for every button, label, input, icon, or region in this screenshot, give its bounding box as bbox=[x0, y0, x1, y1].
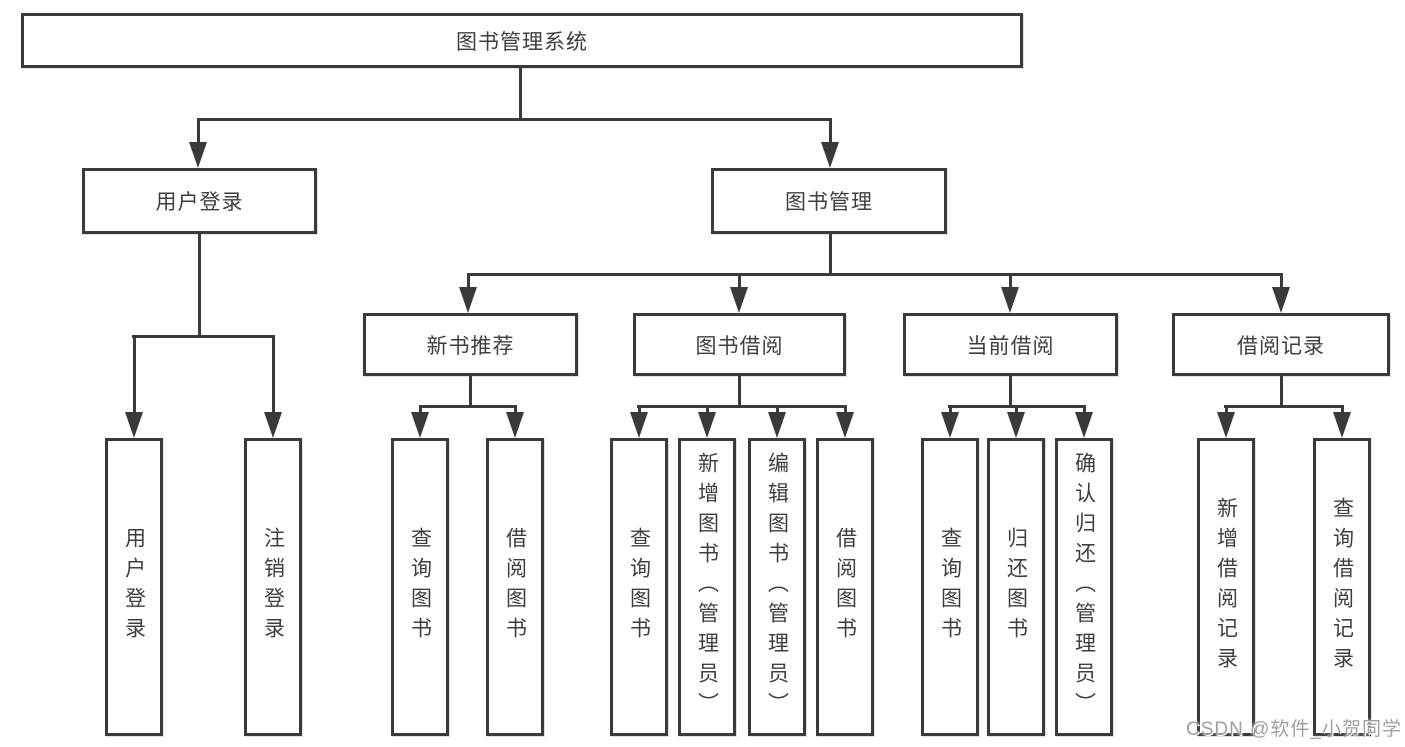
connector-to-borrow-add bbox=[705, 405, 709, 412]
connector-book-management-stem bbox=[828, 234, 832, 276]
arrow-down-icon bbox=[1075, 412, 1093, 438]
node-borrow-records-label: 借阅记录 bbox=[1237, 334, 1325, 358]
leaf-current-return-book-label: 归还图书 bbox=[1004, 527, 1028, 647]
leaf-current-return-book: 归还图书 bbox=[987, 438, 1045, 736]
arrow-down-icon bbox=[821, 142, 839, 168]
arrow-down-icon bbox=[768, 412, 786, 438]
leaf-borrow-query-book: 查询图书 bbox=[610, 438, 668, 736]
arrow-down-icon bbox=[459, 287, 477, 313]
leaf-recommend-borrow-book-label: 借阅图书 bbox=[503, 527, 527, 647]
leaf-records-add-record: 新增借阅记录 bbox=[1197, 438, 1255, 736]
leaf-logout: 注销登录 bbox=[244, 438, 302, 736]
connector-borrow-rail bbox=[637, 405, 847, 408]
leaf-recommend-query-book-label: 查询图书 bbox=[408, 527, 432, 647]
leaf-borrow-edit-book-admin-label: 编辑图书（管理员） bbox=[765, 452, 789, 722]
arrow-down-icon bbox=[1001, 287, 1019, 313]
node-current-borrow: 当前借阅 bbox=[903, 313, 1118, 376]
csdn-watermark: CSDN @软件_小贺同学 bbox=[1186, 719, 1402, 740]
arrow-down-icon bbox=[506, 412, 524, 438]
connector-root-stem bbox=[519, 68, 522, 121]
connector-to-borrow-edit bbox=[775, 405, 779, 412]
connector-to-user-login bbox=[196, 118, 200, 144]
leaf-records-query-record: 查询借阅记录 bbox=[1313, 438, 1371, 736]
connector-to-recommend-query bbox=[418, 405, 422, 412]
connector-to-new-book-recommend bbox=[466, 273, 470, 287]
node-book-borrow: 图书借阅 bbox=[633, 313, 846, 376]
connector-to-book-management bbox=[828, 118, 832, 144]
arrow-down-icon bbox=[411, 412, 429, 438]
leaf-user-login-label: 用户登录 bbox=[122, 527, 146, 647]
leaf-current-query-book-label: 查询图书 bbox=[938, 527, 962, 647]
leaf-borrow-edit-book-admin: 编辑图书（管理员） bbox=[748, 438, 806, 736]
node-new-book-recommend: 新书推荐 bbox=[363, 313, 578, 376]
connector-level1-rail bbox=[197, 118, 832, 121]
connector-current-stem bbox=[1008, 376, 1012, 408]
arrow-down-icon bbox=[1007, 412, 1025, 438]
connector-to-current-confirm bbox=[1082, 405, 1086, 412]
node-new-book-recommend-label: 新书推荐 bbox=[426, 334, 515, 358]
connector-user-login-stem bbox=[197, 234, 201, 338]
node-current-borrow-label: 当前借阅 bbox=[966, 334, 1055, 358]
connector-to-borrow-borrow bbox=[843, 405, 847, 412]
connector-to-recommend-borrow bbox=[513, 405, 517, 412]
leaf-current-confirm-return-admin: 确认归还（管理员） bbox=[1055, 438, 1113, 736]
node-book-borrow-label: 图书借阅 bbox=[695, 334, 784, 358]
connector-records-rail bbox=[1224, 405, 1344, 408]
arrow-down-icon bbox=[125, 412, 143, 438]
node-book-management: 图书管理 bbox=[711, 168, 947, 234]
connector-to-book-borrow bbox=[737, 273, 741, 287]
leaf-logout-label: 注销登录 bbox=[261, 527, 285, 647]
arrow-down-icon bbox=[1217, 412, 1235, 438]
leaf-records-query-record-label: 查询借阅记录 bbox=[1330, 497, 1354, 677]
leaf-borrow-query-book-label: 查询图书 bbox=[627, 527, 651, 647]
arrow-down-icon bbox=[730, 287, 748, 313]
node-root-label: 图书管理系统 bbox=[456, 30, 588, 54]
leaf-user-login: 用户登录 bbox=[105, 438, 163, 736]
connector-user-login-rail bbox=[132, 335, 275, 338]
connector-to-current-borrow bbox=[1008, 273, 1012, 287]
arrow-down-icon bbox=[1272, 287, 1290, 313]
connector-to-borrow-records bbox=[1279, 273, 1283, 287]
connector-level2-rail bbox=[467, 273, 1283, 276]
arrow-down-icon bbox=[264, 412, 282, 438]
leaf-borrow-borrow-book: 借阅图书 bbox=[816, 438, 874, 736]
connector-recommend-rail bbox=[419, 405, 517, 408]
connector-to-leaf-logout bbox=[271, 335, 275, 412]
leaf-recommend-query-book: 查询图书 bbox=[391, 438, 449, 736]
leaf-recommend-borrow-book: 借阅图书 bbox=[486, 438, 544, 736]
connector-to-leaf-user-login bbox=[132, 335, 136, 412]
arrow-down-icon bbox=[630, 412, 648, 438]
leaf-borrow-borrow-book-label: 借阅图书 bbox=[833, 527, 857, 647]
arrow-down-icon bbox=[1333, 412, 1351, 438]
leaf-current-query-book: 查询图书 bbox=[921, 438, 979, 736]
arrow-down-icon bbox=[698, 412, 716, 438]
leaf-borrow-add-book-admin: 新增图书（管理员） bbox=[678, 438, 736, 736]
node-root: 图书管理系统 bbox=[21, 13, 1023, 68]
node-user-login-label: 用户登录 bbox=[155, 191, 244, 214]
connector-to-current-return bbox=[1014, 405, 1018, 412]
connector-borrow-stem bbox=[737, 376, 741, 408]
connector-recommend-stem bbox=[468, 376, 472, 408]
node-borrow-records: 借阅记录 bbox=[1172, 313, 1390, 376]
connector-to-current-query bbox=[948, 405, 952, 412]
leaf-current-confirm-return-admin-label: 确认归还（管理员） bbox=[1072, 452, 1096, 722]
connector-records-stem bbox=[1279, 376, 1283, 408]
arrow-down-icon bbox=[941, 412, 959, 438]
arrow-down-icon bbox=[836, 412, 854, 438]
connector-to-records-add bbox=[1224, 405, 1228, 412]
connector-to-records-query bbox=[1340, 405, 1344, 412]
node-user-login: 用户登录 bbox=[82, 168, 317, 234]
leaf-records-add-record-label: 新增借阅记录 bbox=[1214, 497, 1238, 677]
leaf-borrow-add-book-admin-label: 新增图书（管理员） bbox=[695, 452, 719, 722]
connector-to-borrow-query bbox=[637, 405, 641, 412]
node-book-management-label: 图书管理 bbox=[785, 191, 873, 214]
arrow-down-icon bbox=[189, 142, 207, 168]
